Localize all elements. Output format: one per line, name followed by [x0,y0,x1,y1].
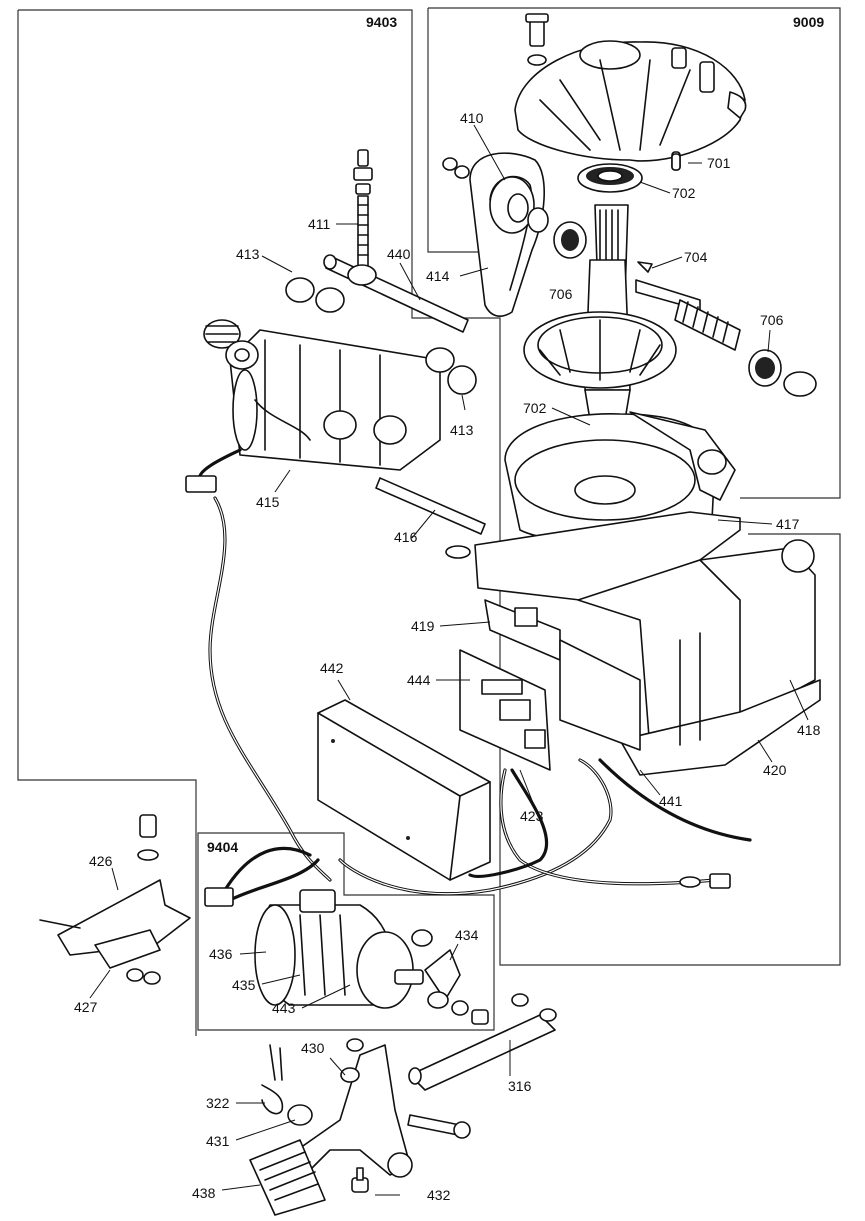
part-label: 438 [192,1185,216,1201]
part-label: 419 [411,618,435,634]
part-label: 414 [426,268,450,284]
motor-415 [203,277,477,471]
leader-lines [89,124,809,1196]
part-label: 423 [520,808,544,824]
rod-416 [375,477,486,559]
worm-shaft [635,153,817,397]
group-label: 9403 [366,14,397,30]
frame-9404 [197,832,495,1031]
part-label: 701 [707,155,731,171]
pulley-belt [442,152,587,317]
part-label: 426 [89,853,113,869]
frame-9403 [18,9,841,966]
pedal-assembly [249,993,557,1216]
part-label: 427 [74,999,98,1015]
part-label: 440 [387,246,411,262]
part-label: 435 [232,977,256,993]
part-label: 432 [427,1187,451,1203]
spindle-assembly [523,163,677,445]
group-label: 9009 [793,14,824,30]
part-label: 430 [301,1040,325,1056]
part-label: 436 [209,946,233,962]
part-label: 413 [450,422,474,438]
part-label: 706 [760,312,784,328]
frame-9403-left [17,10,197,1036]
chassis [474,511,821,776]
motor-435 [254,889,489,1025]
wiring [185,448,752,907]
part-label: 702 [523,400,547,416]
frame-9009 [428,7,841,499]
part-label: 443 [272,1000,296,1016]
switch-bracket [39,814,191,985]
part-label: 415 [256,494,280,510]
group-label: 9404 [207,839,238,855]
group-labels: 9403 9009 9404 [207,14,824,855]
lower-gearbox-housing [504,411,736,544]
part-label: 420 [763,762,787,778]
part-label: 413 [236,246,260,262]
part-label: 442 [320,660,344,676]
part-label: 416 [394,529,418,545]
circuit-board [459,599,641,771]
frame-9009-left [427,8,500,253]
part-label: 706 [549,286,573,302]
part-label: 434 [455,927,479,943]
part-label: 431 [206,1133,230,1149]
part-label: 444 [407,672,431,688]
part-label: 704 [684,249,708,265]
part-label: 410 [460,110,484,126]
part-label: 322 [206,1095,230,1111]
gearbox-cover [514,13,747,171]
part-label: 411 [308,216,331,232]
part-labels: 410 411 413 440 414 701 702 704 706 415 … [74,110,821,1203]
part-label: 316 [508,1078,532,1094]
part-label: 417 [776,516,800,532]
part-label: 441 [659,793,683,809]
threaded-rod-and-shaft [323,149,469,333]
part-label: 418 [797,722,821,738]
assembly-frames [17,7,841,1036]
box-442 [317,699,491,881]
part-label: 702 [672,185,696,201]
